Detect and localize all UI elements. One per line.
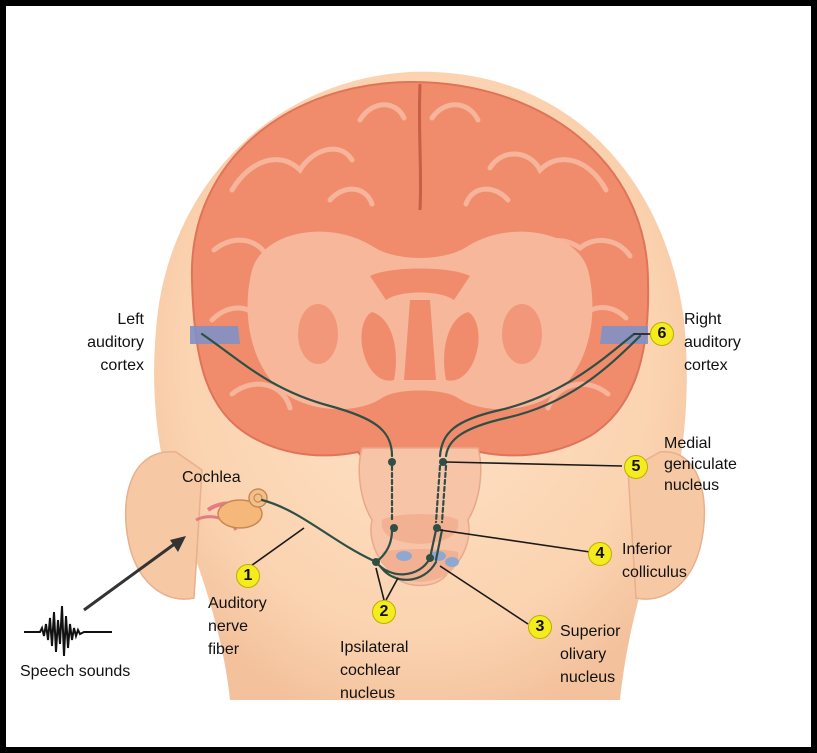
auditory-nerve-line-2: nerve [208, 617, 267, 636]
medial-geniculate-line-1: Medial [664, 434, 737, 453]
marker-2: 2 [372, 600, 396, 624]
inferior-colliculus-line-2: colliculus [622, 563, 687, 582]
longitudinal-fissure [419, 84, 420, 210]
left-auditory-cortex [190, 326, 240, 344]
marker-6: 6 [650, 322, 674, 346]
left-auditory-cortex-label-2: auditory [62, 333, 144, 352]
speech-waveform [24, 606, 112, 656]
left-cortex-line-3: cortex [82, 356, 144, 375]
left-cortex-line-2: auditory [62, 333, 144, 352]
right-basal-ganglia [502, 304, 542, 364]
cochlea-label: Cochlea [182, 468, 241, 487]
medial-geniculate-line-3: nucleus [664, 476, 737, 495]
cochlear-nucleus-line-2: cochlear [340, 661, 408, 680]
cochlear-nucleus-line-1: Ipsilateral [340, 638, 408, 657]
left-auditory-cortex-label: Left [96, 310, 144, 329]
superior-olivary-line-1: Superior [560, 622, 620, 641]
medial-geniculate-line-2: geniculate [664, 455, 737, 474]
left-auditory-cortex-label-3: cortex [82, 356, 144, 375]
superior-olivary-line-2: olivary [560, 645, 620, 664]
right-cortex-line-1: Right [684, 310, 741, 329]
marker-1: 1 [236, 564, 260, 588]
marker-5: 5 [624, 455, 648, 479]
left-basal-ganglia [298, 304, 338, 364]
auditory-nerve-line-1: Auditory [208, 594, 267, 613]
right-cortex-line-2: auditory [684, 333, 741, 352]
auditory-nerve-label: Auditory nerve fiber [208, 594, 267, 659]
inferior-colliculus-label: Inferior colliculus [622, 540, 687, 582]
marker-4: 4 [588, 542, 612, 566]
right-cortex-line-3: cortex [684, 356, 741, 375]
right-auditory-cortex-label: Right auditory cortex [684, 310, 741, 375]
medial-geniculate-label: Medial geniculate nucleus [664, 434, 737, 495]
cochlear-nucleus-label: Ipsilateral cochlear nucleus [340, 638, 408, 703]
superior-olivary-label: Superior olivary nucleus [560, 622, 620, 687]
speech-sounds-label: Speech sounds [20, 662, 130, 681]
superior-olivary-line-3: nucleus [560, 668, 620, 687]
cochlear-nucleus-line-3: nucleus [340, 684, 408, 703]
marker-3: 3 [528, 615, 552, 639]
left-cortex-line-1: Left [96, 310, 144, 329]
auditory-nerve-line-3: fiber [208, 640, 267, 659]
inferior-colliculus-line-1: Inferior [622, 540, 687, 559]
